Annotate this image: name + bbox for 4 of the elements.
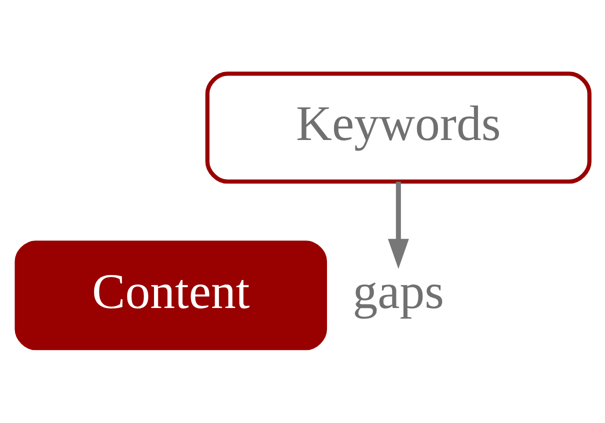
- node-box: Keywords: [205, 72, 592, 184]
- node-box: Content: [14, 240, 327, 350]
- arrow: [388, 182, 409, 269]
- node-text: gaps: [352, 264, 444, 319]
